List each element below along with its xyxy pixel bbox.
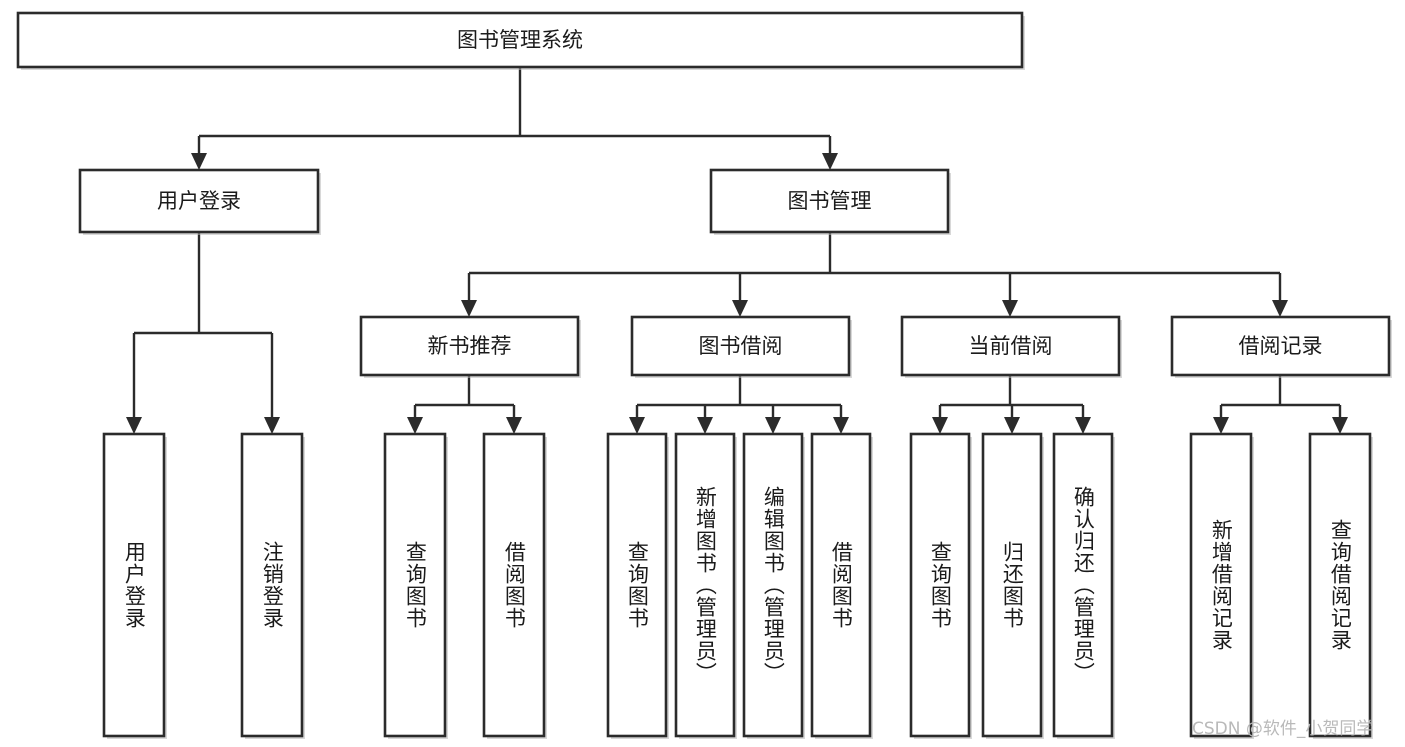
connector-line xyxy=(132,232,274,417)
node-label-root: 图书管理系统 xyxy=(457,28,583,52)
node-label-new-book-recommend: 新书推荐 xyxy=(428,334,512,358)
arrow-head-icon xyxy=(1332,417,1348,434)
node-leaf-cur-confirm-return[interactable] xyxy=(1052,432,1115,739)
node-box-leaf[interactable] xyxy=(810,432,872,738)
arrow-head-icon xyxy=(191,153,207,170)
node-box-leaf[interactable] xyxy=(674,432,736,738)
node-box-leaf[interactable] xyxy=(742,432,804,738)
node-label-user-login: 用户登录 xyxy=(157,189,241,213)
node-leaf-user-login[interactable] xyxy=(102,432,167,739)
node-box-leaf[interactable] xyxy=(1052,432,1114,738)
node-new-book-recommend[interactable] xyxy=(359,315,581,378)
arrow-head-icon xyxy=(1004,417,1020,434)
node-box-leaf[interactable] xyxy=(482,432,546,738)
node-box-leaf[interactable] xyxy=(606,432,668,738)
node-leaf-rec-borrow-book[interactable] xyxy=(482,432,547,739)
arrow-head-icon xyxy=(629,417,645,434)
arrow-head-icon xyxy=(822,153,838,170)
arrow-head-icon xyxy=(264,417,280,434)
arrow-head-icon xyxy=(1075,417,1091,434)
connector-line xyxy=(1219,375,1342,417)
node-box-root[interactable] xyxy=(16,11,1024,69)
edges-layer xyxy=(126,67,1348,434)
node-box-level3[interactable] xyxy=(630,315,851,377)
node-label-book-manage: 图书管理 xyxy=(788,189,872,213)
arrow-head-icon xyxy=(1002,300,1018,317)
node-box-leaf[interactable] xyxy=(102,432,166,738)
node-label-borrow-record: 借阅记录 xyxy=(1239,334,1323,358)
arrow-head-icon xyxy=(506,417,522,434)
node-leaf-cur-query-book[interactable] xyxy=(909,432,972,739)
arrow-head-icon xyxy=(732,300,748,317)
node-box-leaf[interactable] xyxy=(1308,432,1372,738)
edge-currentborrow-bus xyxy=(932,375,1091,434)
node-box-level3[interactable] xyxy=(359,315,580,377)
edge-borrowrecord-bus xyxy=(1213,375,1348,434)
node-box-leaf[interactable] xyxy=(383,432,447,738)
node-leaf-rec-query-book[interactable] xyxy=(383,432,448,739)
node-box-level2[interactable] xyxy=(709,168,950,234)
node-leaf-borrow-add-book[interactable] xyxy=(674,432,737,739)
arrow-head-icon xyxy=(461,300,477,317)
node-box-level3[interactable] xyxy=(900,315,1121,377)
arrow-head-icon xyxy=(932,417,948,434)
node-leaf-borrow-borrow-book[interactable] xyxy=(810,432,873,739)
node-box-leaf[interactable] xyxy=(981,432,1043,738)
node-box-leaf[interactable] xyxy=(909,432,971,738)
edge-bookborrow-bus xyxy=(629,375,849,434)
node-label-book-borrow: 图书借阅 xyxy=(699,334,783,358)
node-book-borrow[interactable] xyxy=(630,315,852,378)
node-box-leaf[interactable] xyxy=(240,432,304,738)
watermark-credit: CSDN @软件_小贺同学 xyxy=(1192,719,1374,739)
arrow-head-icon xyxy=(126,417,142,434)
arrow-head-icon xyxy=(1213,417,1229,434)
node-leaf-rec-add-record[interactable] xyxy=(1189,432,1254,739)
edge-root-bus xyxy=(191,67,838,170)
edge-bookmanage-bus xyxy=(461,232,1288,317)
edge-userlogin-bus xyxy=(126,232,280,434)
node-user-login[interactable] xyxy=(78,168,321,235)
node-leaf-rec-query-record[interactable] xyxy=(1308,432,1373,739)
arrow-head-icon xyxy=(407,417,423,434)
node-root[interactable] xyxy=(16,11,1025,70)
edge-recommend-bus xyxy=(407,375,522,434)
node-leaf-borrow-query-book[interactable] xyxy=(606,432,669,739)
node-leaf-cur-return-book[interactable] xyxy=(981,432,1044,739)
connector-line xyxy=(635,375,843,417)
node-borrow-record[interactable] xyxy=(1170,315,1392,378)
boxes-layer xyxy=(16,11,1392,739)
node-book-manage[interactable] xyxy=(709,168,951,235)
connector-line xyxy=(413,375,516,417)
node-current-borrow[interactable] xyxy=(900,315,1122,378)
node-leaf-logout-login[interactable] xyxy=(240,432,305,739)
node-label-current-borrow: 当前借阅 xyxy=(969,334,1053,358)
connector-line xyxy=(938,375,1085,417)
arrow-head-icon xyxy=(1272,300,1288,317)
node-box-level2[interactable] xyxy=(78,168,320,234)
node-leaf-borrow-edit-book[interactable] xyxy=(742,432,805,739)
arrow-head-icon xyxy=(765,417,781,434)
node-box-leaf[interactable] xyxy=(1189,432,1253,738)
connector-line xyxy=(467,232,1282,300)
connector-line xyxy=(197,67,832,153)
node-box-level3[interactable] xyxy=(1170,315,1391,377)
arrow-head-icon xyxy=(697,417,713,434)
arrow-head-icon xyxy=(833,417,849,434)
